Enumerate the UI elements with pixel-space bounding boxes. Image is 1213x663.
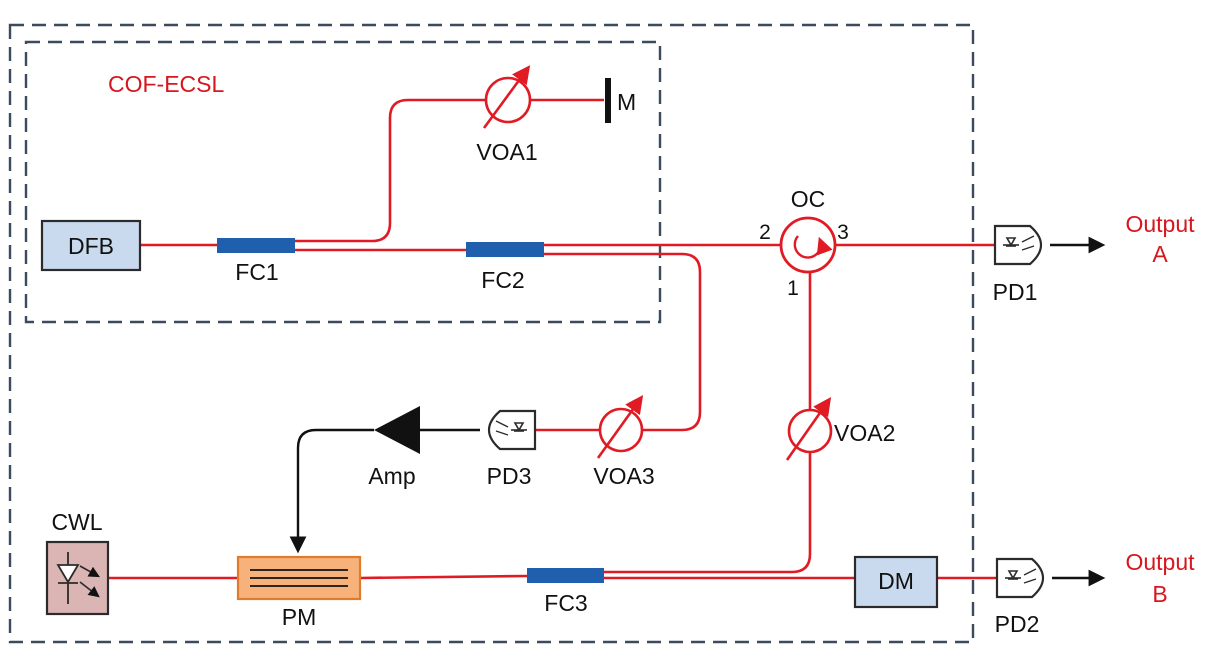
- oc-port-2: 2: [759, 221, 771, 244]
- dfb-label: DFB: [68, 233, 114, 259]
- voa2-attenuator-icon: [785, 397, 833, 461]
- outer-dashed-frame: [8, 23, 975, 644]
- voa1-attenuator-icon: [482, 65, 532, 129]
- voa3-label: VOA3: [593, 463, 654, 489]
- pd2-label: PD2: [995, 611, 1040, 637]
- pd2-photodiode-icon: [995, 557, 1045, 599]
- voa1-label: VOA1: [476, 139, 537, 165]
- fiber-fc1-voa1: [295, 98, 486, 243]
- pm-label: PM: [282, 604, 317, 630]
- fc3-coupler: [527, 568, 604, 583]
- cof-ecsl-label: COF-ECSL: [108, 71, 225, 97]
- pd1-photodiode-icon: [993, 224, 1043, 266]
- fiber-pm-fc3: [359, 574, 528, 580]
- amp-label: Amp: [368, 463, 415, 489]
- dfb-laser-box: [40, 219, 142, 272]
- dm-label: DM: [878, 568, 914, 594]
- output-b-line1: Output: [1125, 549, 1195, 575]
- amp-amplifier-triangle-icon: [374, 406, 420, 454]
- fc1-coupler: [217, 238, 295, 253]
- pm-phase-modulator-icon: [236, 555, 362, 601]
- fc2-label: FC2: [481, 267, 524, 293]
- mirror-label: M: [617, 89, 636, 115]
- voa3-attenuator-icon: [596, 395, 644, 459]
- pd1-label: PD1: [993, 279, 1038, 305]
- cof-ecsl-dashed-frame: [24, 40, 662, 324]
- pd3-label: PD3: [487, 463, 532, 489]
- pd3-photodiode-icon: [487, 409, 537, 451]
- oc-label: OC: [791, 186, 826, 212]
- output-b-line2: B: [1152, 581, 1167, 607]
- output-a-line2: A: [1152, 241, 1168, 267]
- fc3-label: FC3: [544, 590, 587, 616]
- fc2-coupler: [466, 242, 544, 257]
- wire-amp-pm: [289, 428, 374, 554]
- fc1-label: FC1: [235, 259, 278, 285]
- fiber-voa2-fc3: [604, 452, 812, 574]
- output-a-line1: Output: [1125, 211, 1195, 237]
- cwl-laser-icon: [45, 540, 110, 616]
- voa2-label: VOA2: [834, 420, 895, 446]
- oc-port-3: 3: [837, 221, 849, 244]
- fiber-fc2-voa3: [544, 252, 702, 432]
- dm-box: [853, 555, 939, 609]
- oc-port-1: 1: [787, 277, 799, 300]
- cwl-label: CWL: [51, 509, 102, 535]
- oc-circulator-icon: [779, 216, 837, 274]
